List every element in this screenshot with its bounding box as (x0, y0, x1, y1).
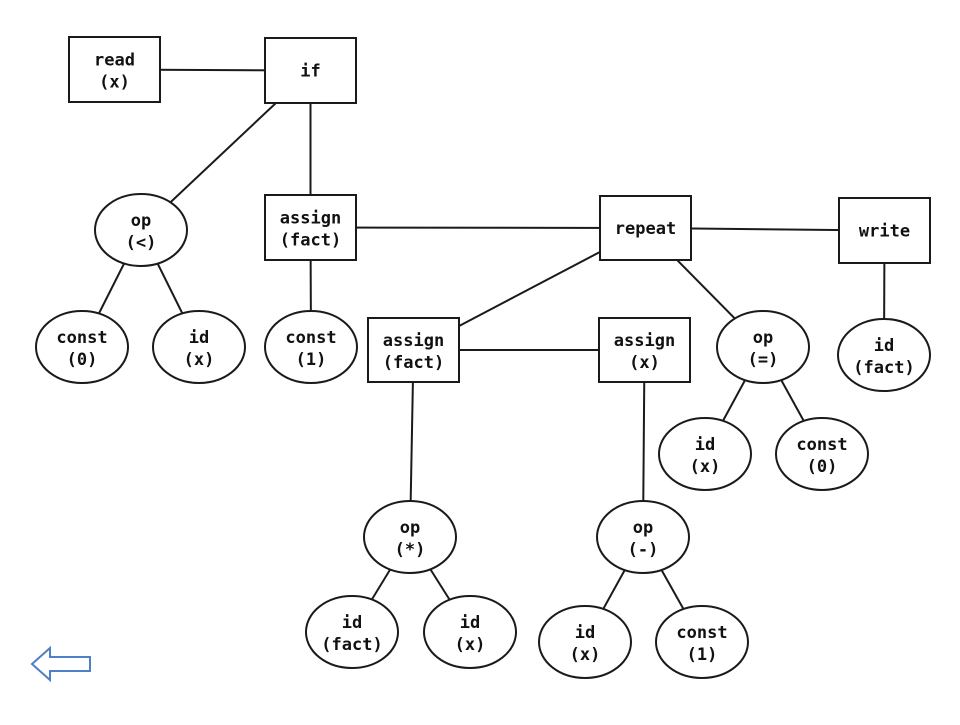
node-const1_a-value: (1) (296, 350, 327, 370)
node-op_minus-label: op (633, 518, 653, 538)
node-assign_fact_2: assign(fact) (367, 317, 460, 383)
node-id_x_s-value: (x) (570, 645, 601, 665)
node-id_x_a-label: id (189, 328, 209, 348)
node-op_mul-shape (363, 500, 457, 574)
back-arrow-shape[interactable] (30, 645, 91, 683)
node-id_x_s-shape (538, 605, 632, 679)
node-assign_x: assign(x) (598, 317, 691, 383)
node-id_fact_m-shape (305, 595, 399, 669)
node-op_minus: op(-) (596, 500, 690, 574)
node-id_x_a-shape (152, 310, 246, 384)
node-id_fact_m: id(fact) (305, 595, 399, 669)
node-op_minus-value: (-) (628, 540, 659, 560)
node-id_x_m-value: (x) (455, 635, 486, 655)
node-assign_fact_2-label: assign (383, 331, 444, 351)
node-op_lt-label: op (131, 211, 151, 231)
node-id_fact_w-label: id (874, 336, 894, 356)
node-id_x_b: id(x) (658, 417, 752, 491)
node-id_x_s: id(x) (538, 605, 632, 679)
node-assign_x-value: (x) (629, 353, 660, 373)
node-id_x_m-shape (423, 595, 517, 669)
node-id_fact_m-value: (fact) (321, 635, 382, 655)
node-repeat-shape (599, 195, 692, 261)
node-assign_fact_2-value: (fact) (383, 353, 444, 373)
node-read-label: read (94, 51, 135, 71)
node-const0_a-shape (35, 310, 129, 384)
node-assign_x-label: assign (614, 331, 675, 351)
node-const1_a: const(1) (264, 310, 358, 384)
node-repeat-label: repeat (615, 219, 676, 239)
node-read: read(x) (68, 36, 161, 103)
node-const0_b-label: const (796, 435, 847, 455)
node-op_eq: op(=) (716, 310, 810, 384)
node-id_fact_m-label: id (342, 613, 362, 633)
node-if-shape (264, 37, 357, 104)
tree-nodes: read(x)ifop(<)const(0)id(x)assign(fact)c… (35, 36, 931, 679)
node-op_mul: op(*) (363, 500, 457, 574)
node-repeat: repeat (599, 195, 692, 261)
node-id_x_b-value: (x) (690, 457, 721, 477)
node-id_x_b-shape (658, 417, 752, 491)
node-assign_x-shape (598, 317, 691, 383)
node-const0_a-value: (0) (67, 350, 98, 370)
node-if: if (264, 37, 357, 104)
node-op_mul-label: op (400, 518, 420, 538)
node-id_x_s-label: id (575, 623, 595, 643)
edge-assign_fact_1-repeat (310, 226, 646, 229)
node-op_eq-label: op (753, 328, 773, 348)
node-id_x_b-label: id (695, 435, 715, 455)
node-op_minus-shape (596, 500, 690, 574)
node-id_x_m-label: id (460, 613, 480, 633)
node-assign_fact_2-shape (367, 317, 460, 383)
node-const0_b-value: (0) (807, 457, 838, 477)
back-arrow-icon[interactable] (30, 645, 91, 683)
node-id_fact_w-value: (fact) (853, 358, 914, 378)
node-const0_b: const(0) (775, 417, 869, 491)
node-id_fact_w: id(fact) (837, 318, 931, 392)
node-write-shape (838, 197, 931, 264)
node-read-shape (68, 36, 161, 103)
node-op_eq-shape (716, 310, 810, 384)
node-id_x_a: id(x) (152, 310, 246, 384)
node-const1_s-label: const (676, 623, 727, 643)
node-const0_a: const(0) (35, 310, 129, 384)
node-write: write (838, 197, 931, 264)
node-write-label: write (859, 222, 910, 242)
node-const0_b-shape (775, 417, 869, 491)
node-id_x_m: id(x) (423, 595, 517, 669)
node-assign_fact_1: assign(fact) (264, 194, 357, 261)
node-op_lt-shape (94, 193, 188, 267)
node-const1_a-shape (264, 310, 358, 384)
node-const1_s: const(1) (655, 605, 749, 679)
node-assign_fact_1-shape (264, 194, 357, 261)
node-if-label: if (300, 62, 320, 82)
node-op_mul-value: (*) (395, 540, 426, 560)
node-id_fact_w-shape (837, 318, 931, 392)
node-op_eq-value: (=) (748, 350, 779, 370)
node-const1_s-shape (655, 605, 749, 679)
node-const0_a-label: const (56, 328, 107, 348)
node-op_lt: op(<) (94, 193, 188, 267)
node-const1_s-value: (1) (687, 645, 718, 665)
node-assign_fact_1-label: assign (280, 209, 341, 229)
node-const1_a-label: const (285, 328, 336, 348)
node-assign_fact_1-value: (fact) (280, 231, 341, 251)
node-id_x_a-value: (x) (184, 350, 215, 370)
node-op_lt-value: (<) (126, 233, 157, 253)
node-read-value: (x) (99, 73, 130, 93)
